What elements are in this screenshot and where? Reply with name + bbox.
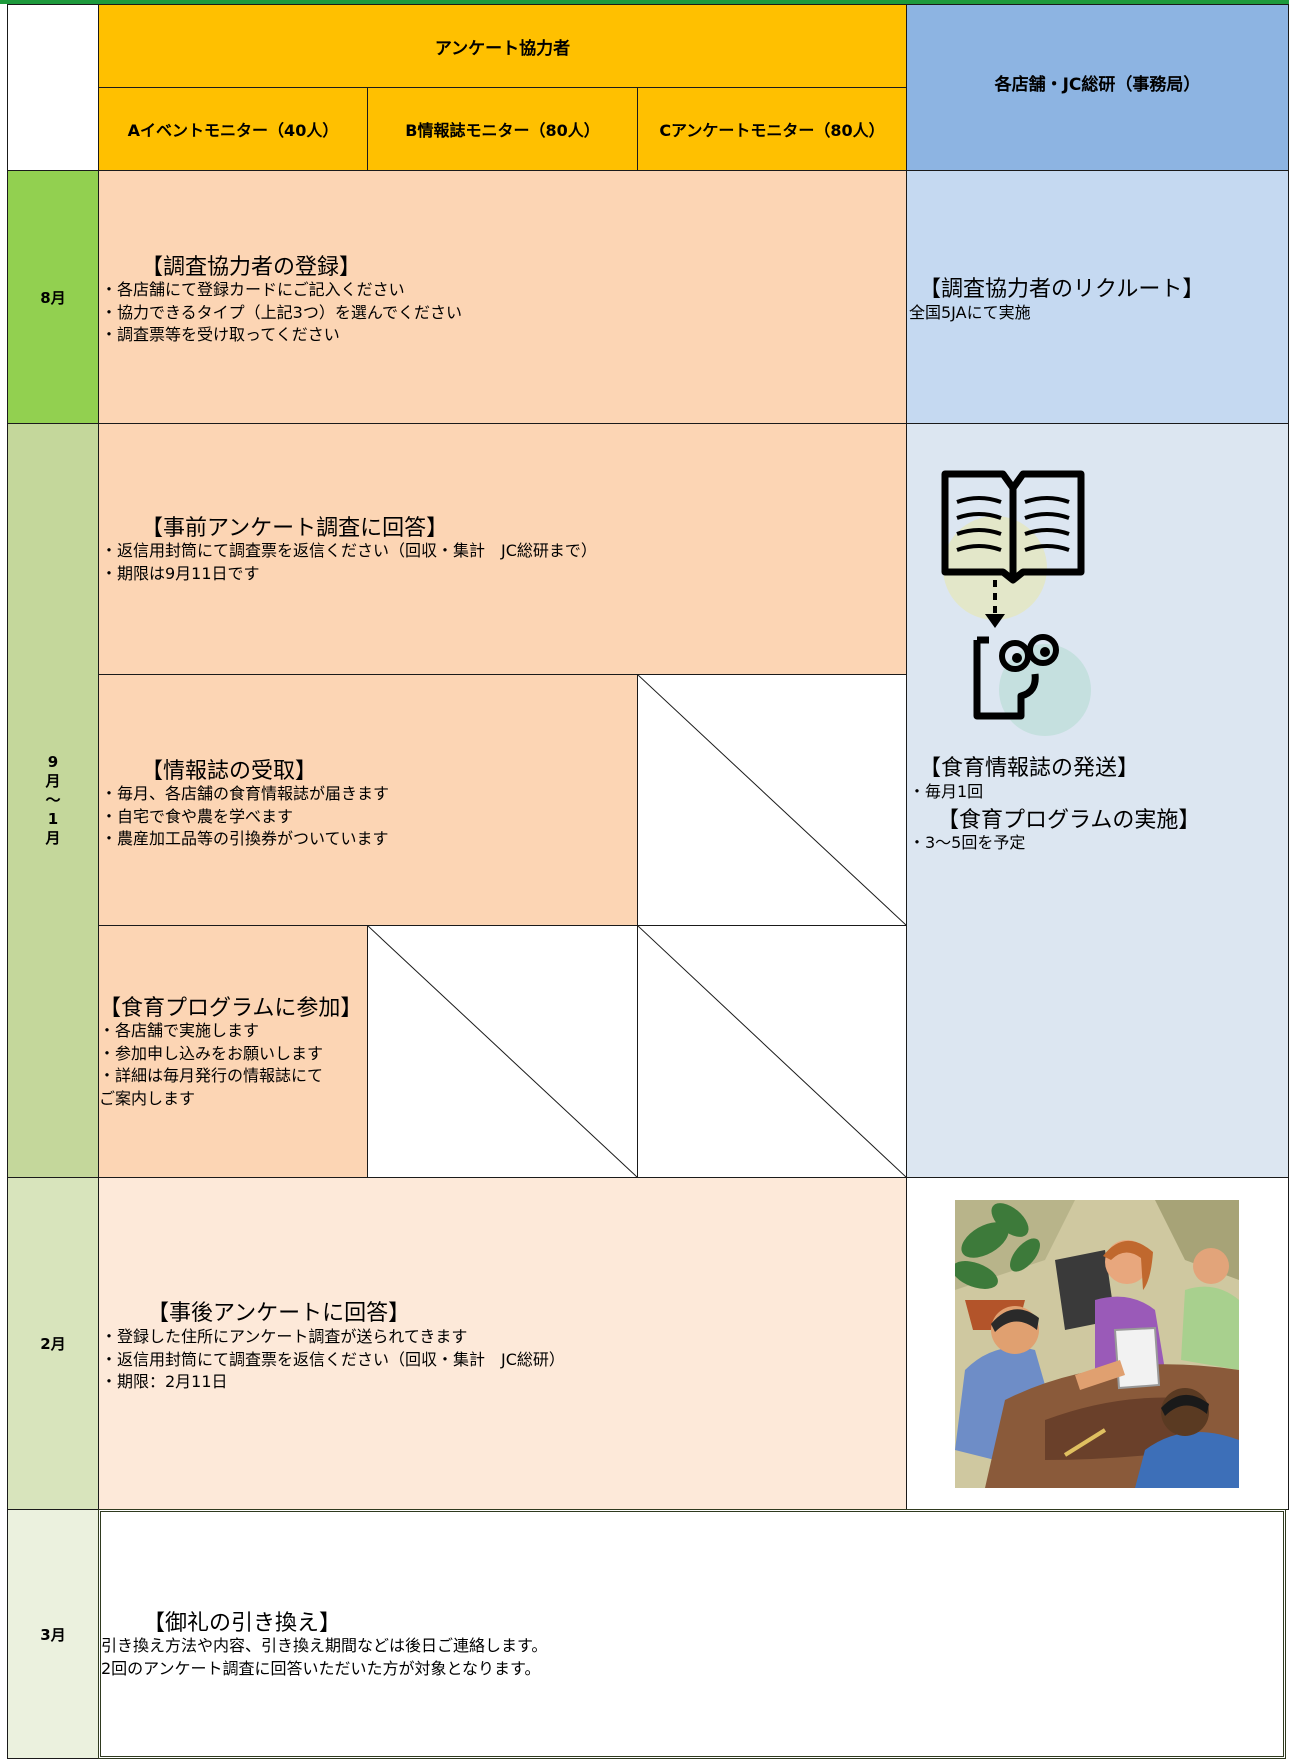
- program-implementation-title: 【食育プログラムの実施】: [937, 808, 1201, 833]
- magazine-lines: ・毎月、各店舗の食育情報誌が届きます ・自宅で食や農を学べます ・農産加工品等の…: [101, 783, 389, 851]
- program-cell: 【食育プログラムに参加】 ・各店舗で実施します ・参加申し込みをお願いします ・…: [98, 925, 368, 1178]
- magazine-shipping-title: 【食育情報誌の発送】: [919, 756, 1140, 781]
- header-group-title: アンケート協力者: [98, 4, 907, 88]
- magazine-line: ・自宅で食や農を学べます: [101, 806, 294, 826]
- post-survey-lines: ・登録した住所にアンケート調査が送られてきます ・返信用封筒にて調査票を返信くだ…: [101, 1326, 565, 1394]
- registration-cell: 【調査協力者の登録】 ・各店舗にて登録カードにご記入ください ・協力できるタイプ…: [98, 170, 907, 424]
- header-corner-blank: [7, 4, 99, 171]
- magazine-shipping-line: ・毎月1回: [909, 782, 984, 801]
- registration-line: ・協力できるタイプ（上記3つ）を選んでください: [101, 302, 463, 322]
- registration-line: ・各店舗にて登録カードにご記入ください: [101, 280, 405, 299]
- header-col-c-text: Cアンケートモニター（80人）: [659, 121, 885, 140]
- month-char: 月: [45, 772, 61, 790]
- magazine-line: ・毎月、各店舗の食育情報誌が届きます: [101, 784, 390, 803]
- thank-you-title: 【御礼の引き換え】: [143, 1611, 342, 1636]
- pre-survey-line: ・返信用封筒にて調査票を返信ください（回収・集計 JC総研まで）: [101, 541, 597, 560]
- diagonal-slash: [368, 926, 637, 1177]
- header-right-title-text: 各店舗・JC総研（事務局）: [994, 75, 1201, 95]
- header-col-b-text: B情報誌モニター（80人）: [405, 121, 600, 140]
- magazine-cell: 【情報誌の受取】 ・毎月、各店舗の食育情報誌が届きます ・自宅で食や農を学べます…: [98, 674, 638, 926]
- program-line: ・詳細は毎月発行の情報誌にて: [99, 1066, 324, 1085]
- diagonal-slash: [638, 926, 906, 1177]
- program-implementation-line: ・3～5回を予定: [909, 833, 1026, 852]
- program-line: ・各店舗で実施します: [99, 1021, 260, 1040]
- thank-you-line: 引き換え方法や内容、引き換え期間などは後日ご連絡します。: [101, 1636, 548, 1655]
- registration-line: ・調査票等を受け取ってください: [101, 325, 340, 344]
- meeting-image-cell: [906, 1177, 1289, 1510]
- program-line: ・参加申し込みをお願いします: [99, 1043, 324, 1063]
- post-survey-line: ・登録した住所にアンケート調査が送られてきます: [101, 1327, 468, 1346]
- month-char: 1: [47, 810, 59, 828]
- header-group-title-text: アンケート協力者: [434, 38, 571, 59]
- header-right-title: 各店舗・JC総研（事務局）: [906, 4, 1289, 171]
- thank-you-lines: 引き換え方法や内容、引き換え期間などは後日ご連絡します。 2回のアンケート調査に…: [101, 1635, 547, 1680]
- pre-survey-lines: ・返信用封筒にて調査票を返信ください（回収・集計 JC総研まで） ・期限は9月1…: [101, 540, 597, 585]
- magazine-line: ・農産加工品等の引換券がついています: [101, 829, 389, 848]
- month-cell-aug: 8月: [7, 170, 99, 424]
- post-survey-cell: 【事後アンケートに回答】 ・登録した住所にアンケート調査が送られてきます ・返信…: [98, 1177, 907, 1510]
- recruit-title: 【調査協力者のリクルート】: [919, 277, 1205, 302]
- post-survey-title: 【事後アンケートに回答】: [147, 1301, 411, 1326]
- month-label-aug: 8月: [40, 288, 66, 307]
- month-cell-feb: 2月: [7, 1177, 99, 1510]
- office-tasks-cell: 【食育情報誌の発送】 ・毎月1回 【食育プログラムの実施】 ・3～5回を予定: [906, 423, 1289, 1178]
- month-char: ～: [45, 791, 61, 809]
- business-meeting-clipart-icon: [955, 1200, 1239, 1488]
- recruit-line: 全国5JAにて実施: [909, 303, 1031, 322]
- month-cell-mar: 3月: [7, 1509, 99, 1759]
- header-col-a: Aイベントモニター（40人）: [98, 87, 368, 171]
- post-survey-line: ・返信用封筒にて調査票を返信ください（回収・集計 JC総研）: [101, 1349, 565, 1369]
- thank-you-line: 2回のアンケート調査に回答いただいた方が対象となります。: [101, 1658, 541, 1678]
- registration-title: 【調査協力者の登録】: [141, 255, 362, 280]
- diagonal-slash: [638, 675, 906, 925]
- recruit-cell: 【調査協力者のリクルート】 全国5JAにて実施: [906, 170, 1289, 424]
- program-line: ご案内します: [99, 1088, 196, 1108]
- header-col-a-text: Aイベントモニター（40人）: [127, 121, 339, 140]
- thank-you-exchange-cell: 【御礼の引き換え】 引き換え方法や内容、引き換え期間などは後日ご連絡します。 2…: [98, 1509, 1286, 1759]
- month-cell-sep-jan: 9 月 ～ 1 月: [7, 423, 99, 1178]
- pre-survey-title: 【事前アンケート調査に回答】: [141, 516, 449, 541]
- pre-survey-line: ・期限は9月11日です: [101, 563, 260, 583]
- month-label-sep-jan: 9 月 ～ 1 月: [45, 753, 60, 848]
- program-lines: ・各店舗で実施します ・参加申し込みをお願いします ・詳細は毎月発行の情報誌にて…: [99, 1020, 323, 1110]
- not-applicable-cell-b-program: [367, 925, 638, 1178]
- book-reader-clipart-icon: [941, 470, 1091, 736]
- magazine-title: 【情報誌の受取】: [141, 759, 318, 784]
- month-label-mar: 3月: [40, 1625, 66, 1644]
- month-char: 9: [47, 753, 59, 771]
- not-applicable-cell-c-program: [637, 925, 907, 1178]
- month-char: 月: [45, 829, 61, 847]
- header-col-b: B情報誌モニター（80人）: [367, 87, 638, 171]
- top-border-line: [0, 0, 1289, 4]
- month-label-feb: 2月: [40, 1335, 66, 1353]
- header-col-c: Cアンケートモニター（80人）: [637, 87, 907, 171]
- program-title: 【食育プログラムに参加】: [99, 996, 363, 1021]
- registration-lines: ・各店舗にて登録カードにご記入ください ・協力できるタイプ（上記3つ）を選んでく…: [101, 279, 462, 347]
- pre-survey-cell: 【事前アンケート調査に回答】 ・返信用封筒にて調査票を返信ください（回収・集計 …: [98, 423, 907, 675]
- not-applicable-cell-c-magazine: [637, 674, 907, 926]
- post-survey-line: ・期限：2月11日: [101, 1372, 228, 1391]
